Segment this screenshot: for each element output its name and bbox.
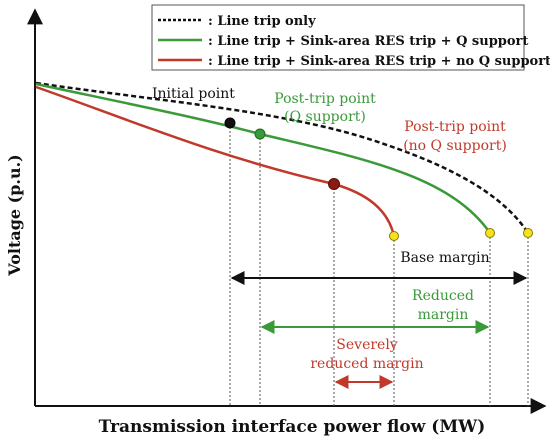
label-post-trip-q-line2: (Q support) xyxy=(284,109,366,125)
point-post-trip-noq xyxy=(328,178,340,190)
label-post-trip-noq-line2: (no Q support) xyxy=(403,138,507,154)
legend-label-no-q-support: : Line trip + Sink-area RES trip + no Q … xyxy=(208,54,550,69)
label-severely-reduced-line1: Severely xyxy=(336,337,398,353)
point-initial xyxy=(224,117,236,129)
curve-no-q-support xyxy=(35,85,396,237)
label-base-margin: Base margin xyxy=(400,250,489,266)
point-nose-q xyxy=(485,228,495,238)
label-post-trip-noq-line1: Post-trip point xyxy=(404,119,506,135)
legend-box xyxy=(151,4,525,71)
label-reduced-margin-line1: Reduced xyxy=(412,288,474,304)
legend-label-line-trip-only: : Line trip only xyxy=(208,14,316,29)
label-severely-reduced-line2: reduced margin xyxy=(310,356,423,372)
x-axis-title: Transmission interface power flow (MW) xyxy=(99,417,486,437)
point-post-trip-q xyxy=(254,128,266,140)
label-initial-point: Initial point xyxy=(152,86,235,102)
y-axis-title: Voltage (p.u.) xyxy=(5,154,24,277)
point-nose-noq xyxy=(389,231,399,241)
legend-label-q-support: : Line trip + Sink-area RES trip + Q sup… xyxy=(208,34,528,49)
guide-lines xyxy=(229,123,529,406)
label-reduced-margin-line2: margin xyxy=(418,307,469,323)
point-nose-line-trip-only xyxy=(523,228,533,238)
curve-line-trip-only xyxy=(35,81,530,234)
label-post-trip-q-line1: Post-trip point xyxy=(274,91,376,107)
legend: : Line trip only : Line trip + Sink-area… xyxy=(151,4,550,71)
